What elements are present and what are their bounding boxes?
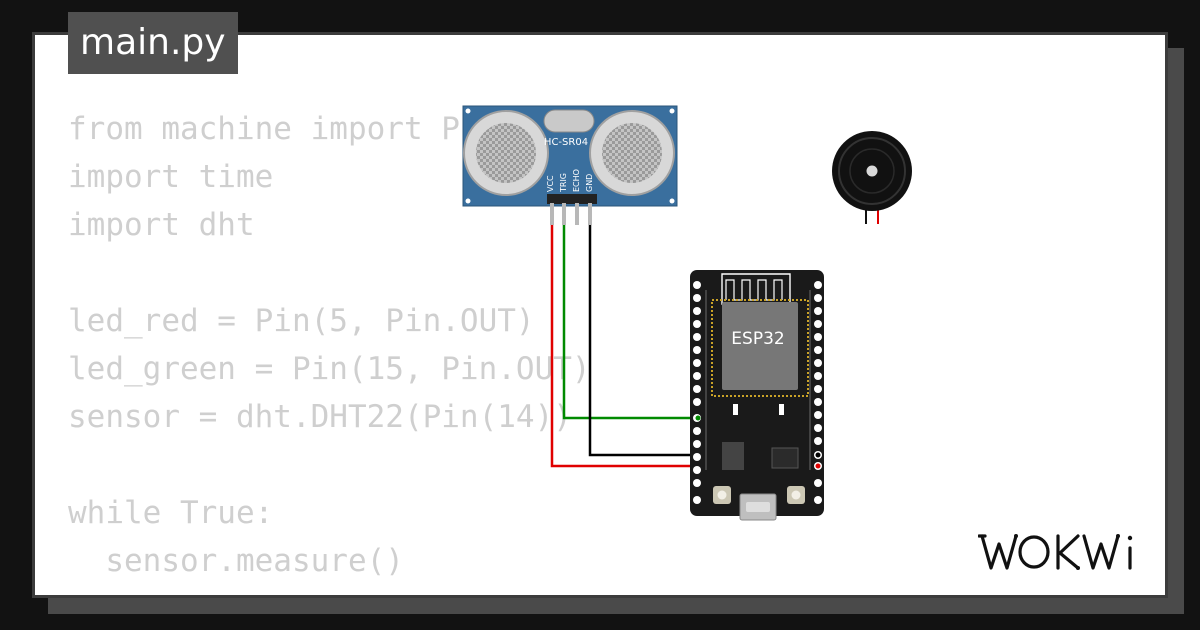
- code-line-9: while True:: [68, 495, 274, 531]
- code-line-10: sensor.measure(): [68, 543, 404, 579]
- ultrasonic-sensor[interactable]: HC-SR04 VCC TRIG ECHO GND: [462, 105, 678, 225]
- pin-header-right: [814, 281, 822, 504]
- file-tab[interactable]: main.py: [68, 12, 238, 74]
- pin-label-trig: TRIG: [559, 173, 568, 193]
- wire-endpoints: [695, 415, 821, 469]
- pin-silkscreen: [705, 290, 811, 470]
- code-line-7: sensor = dht.DHT22(Pin(14)): [68, 399, 572, 435]
- code-line-6: led_green = Pin(15, Pin.OUT): [68, 351, 591, 387]
- trig-wire[interactable]: [562, 224, 698, 420]
- transducer-left: [463, 110, 549, 196]
- chip-label: ESP32: [731, 329, 784, 349]
- pin-label-vcc: VCC: [546, 175, 555, 192]
- esp32-board[interactable]: ESP32: [690, 270, 824, 521]
- pin-label-echo: ECHO: [572, 169, 581, 192]
- pin-label-gnd: GND: [585, 174, 594, 192]
- transducer-right: [589, 110, 675, 196]
- code-line-11: temp = sensor.temperature(): [68, 585, 609, 595]
- piezo-buzzer[interactable]: [832, 131, 912, 224]
- sensor-model-label: HC-SR04: [544, 137, 588, 148]
- code-line-2: import time: [68, 159, 274, 195]
- pin-header-left: [693, 281, 701, 504]
- code-line-3: import dht: [68, 207, 255, 243]
- code-line-5: led_red = Pin(5, Pin.OUT): [68, 303, 535, 339]
- wokwi-logo: [978, 534, 1133, 570]
- sensor-header-pins: [547, 194, 597, 225]
